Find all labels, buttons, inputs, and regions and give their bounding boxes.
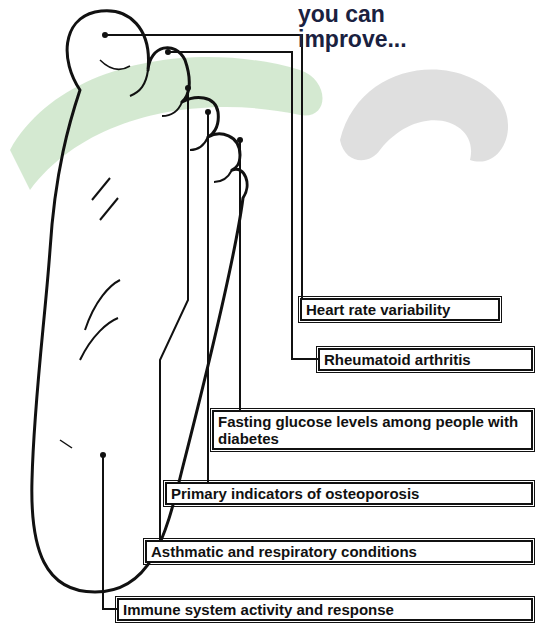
crease-line xyxy=(100,60,130,69)
leader-dot xyxy=(185,85,191,91)
label-box: Rheumatoid arthritis xyxy=(318,348,533,371)
toe-line xyxy=(190,137,208,150)
toe-line xyxy=(162,102,182,116)
crease-line xyxy=(85,280,120,330)
background-swoosh xyxy=(10,57,323,190)
crease-line xyxy=(80,318,118,360)
leader-line xyxy=(105,35,302,298)
background-swirl xyxy=(340,69,508,161)
label-box: Asthmatic and respiratory conditions xyxy=(145,540,533,563)
crease-line xyxy=(92,178,110,200)
label-text: Rheumatoid arthritis xyxy=(324,351,527,368)
leader-line xyxy=(160,88,188,540)
crease-line xyxy=(60,440,72,448)
leader-line xyxy=(168,52,318,359)
leader-dot xyxy=(100,452,106,458)
leader-line xyxy=(207,112,209,482)
toe-line xyxy=(214,170,232,182)
label-box: Primary indicators of osteoporosis xyxy=(165,482,533,505)
label-text: Heart rate variability xyxy=(306,301,494,318)
label-text: Primary indicators of osteoporosis xyxy=(171,485,527,502)
label-text: Fasting glucose levels among people with… xyxy=(218,413,527,447)
label-text: Asthmatic and respiratory conditions xyxy=(151,543,527,560)
toe-line xyxy=(130,70,148,96)
crease-line xyxy=(100,198,118,220)
leader-dot xyxy=(237,137,243,143)
heading: you can improve... xyxy=(298,2,438,52)
leader-line xyxy=(103,455,117,609)
label-text: Immune system activity and response xyxy=(123,601,527,618)
leader-dot xyxy=(102,32,108,38)
label-box: Heart rate variability xyxy=(300,298,500,321)
leader-dot xyxy=(205,109,211,115)
label-box: Immune system activity and response xyxy=(117,598,533,621)
label-box: Fasting glucose levels among people with… xyxy=(212,410,533,450)
leader-line xyxy=(239,140,241,410)
leader-dot xyxy=(165,49,171,55)
